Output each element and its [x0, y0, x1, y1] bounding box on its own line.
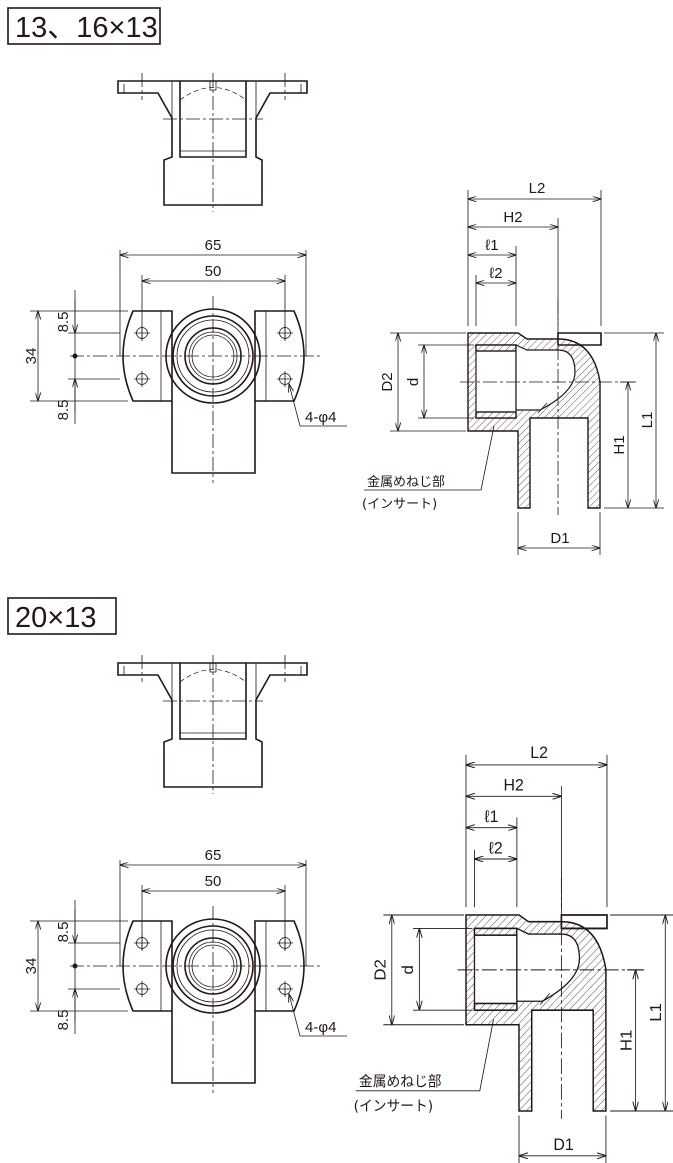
side-section-view: L2 H2 ℓ1 ℓ2 D2 d H1 L1 D1 [362, 180, 664, 555]
label-H2: H2 [504, 776, 524, 794]
label-l1: ℓ1 [484, 808, 498, 826]
label-D1: D1 [550, 530, 569, 547]
hole-callout: 4-φ4 [305, 1019, 336, 1036]
mounting-holes [134, 935, 293, 997]
label-L2: L2 [529, 180, 546, 197]
front-view: 65 50 34 8.5 [23, 237, 347, 483]
side-section-view: L2 H2 ℓ1 ℓ2 D2 d H1 L1 D1 [354, 744, 673, 1163]
insert-label: 金属めねじ部 [367, 474, 445, 490]
label-l1: ℓ1 [485, 237, 498, 254]
dim-8-5-bottom: 8.5 [55, 400, 72, 421]
label-D1: D1 [553, 1136, 573, 1154]
label-H1: H1 [618, 1030, 635, 1051]
insert-sublabel: (インサート) [354, 1099, 434, 1115]
label-d: d [399, 965, 416, 974]
size-title-box: 20×13 [7, 597, 117, 635]
label-l2: ℓ2 [489, 839, 503, 857]
dim-65: 65 [205, 237, 222, 254]
front-view: 65 50 34 8.5 [23, 847, 347, 1093]
label-L1: L1 [639, 412, 656, 429]
hole-callout: 4-φ4 [305, 409, 336, 426]
section-20x13: 20×13 65 50 [7, 597, 673, 1163]
label-D2: D2 [379, 372, 396, 391]
label-L2: L2 [530, 744, 548, 762]
label-H2: H2 [503, 209, 522, 226]
label-l2: ℓ2 [489, 265, 502, 282]
dim-8-5-bottom: 8.5 [55, 1010, 72, 1031]
dim-50: 50 [205, 873, 222, 890]
top-view [117, 655, 308, 794]
label-H1: H1 [611, 435, 628, 454]
label-d: d [405, 378, 422, 386]
size-title: 20×13 [15, 602, 96, 634]
insert-sublabel: (インサート) [362, 497, 437, 512]
top-view [117, 73, 308, 212]
label-D2: D2 [372, 959, 389, 980]
size-title-box: 13、16×13 [7, 7, 161, 45]
dim-34: 34 [23, 958, 40, 975]
dim-8-5-top: 8.5 [55, 922, 72, 943]
section-13-16x13: 13、16×13 65 50 [7, 7, 664, 555]
label-L1: L1 [647, 1003, 664, 1022]
dim-34: 34 [23, 348, 40, 365]
mounting-holes [134, 325, 293, 387]
dim-50: 50 [205, 263, 222, 280]
dim-8-5-top: 8.5 [55, 312, 72, 333]
insert-label: 金属めねじ部 [359, 1074, 442, 1090]
dim-65: 65 [205, 847, 222, 864]
size-title: 13、16×13 [15, 12, 158, 44]
